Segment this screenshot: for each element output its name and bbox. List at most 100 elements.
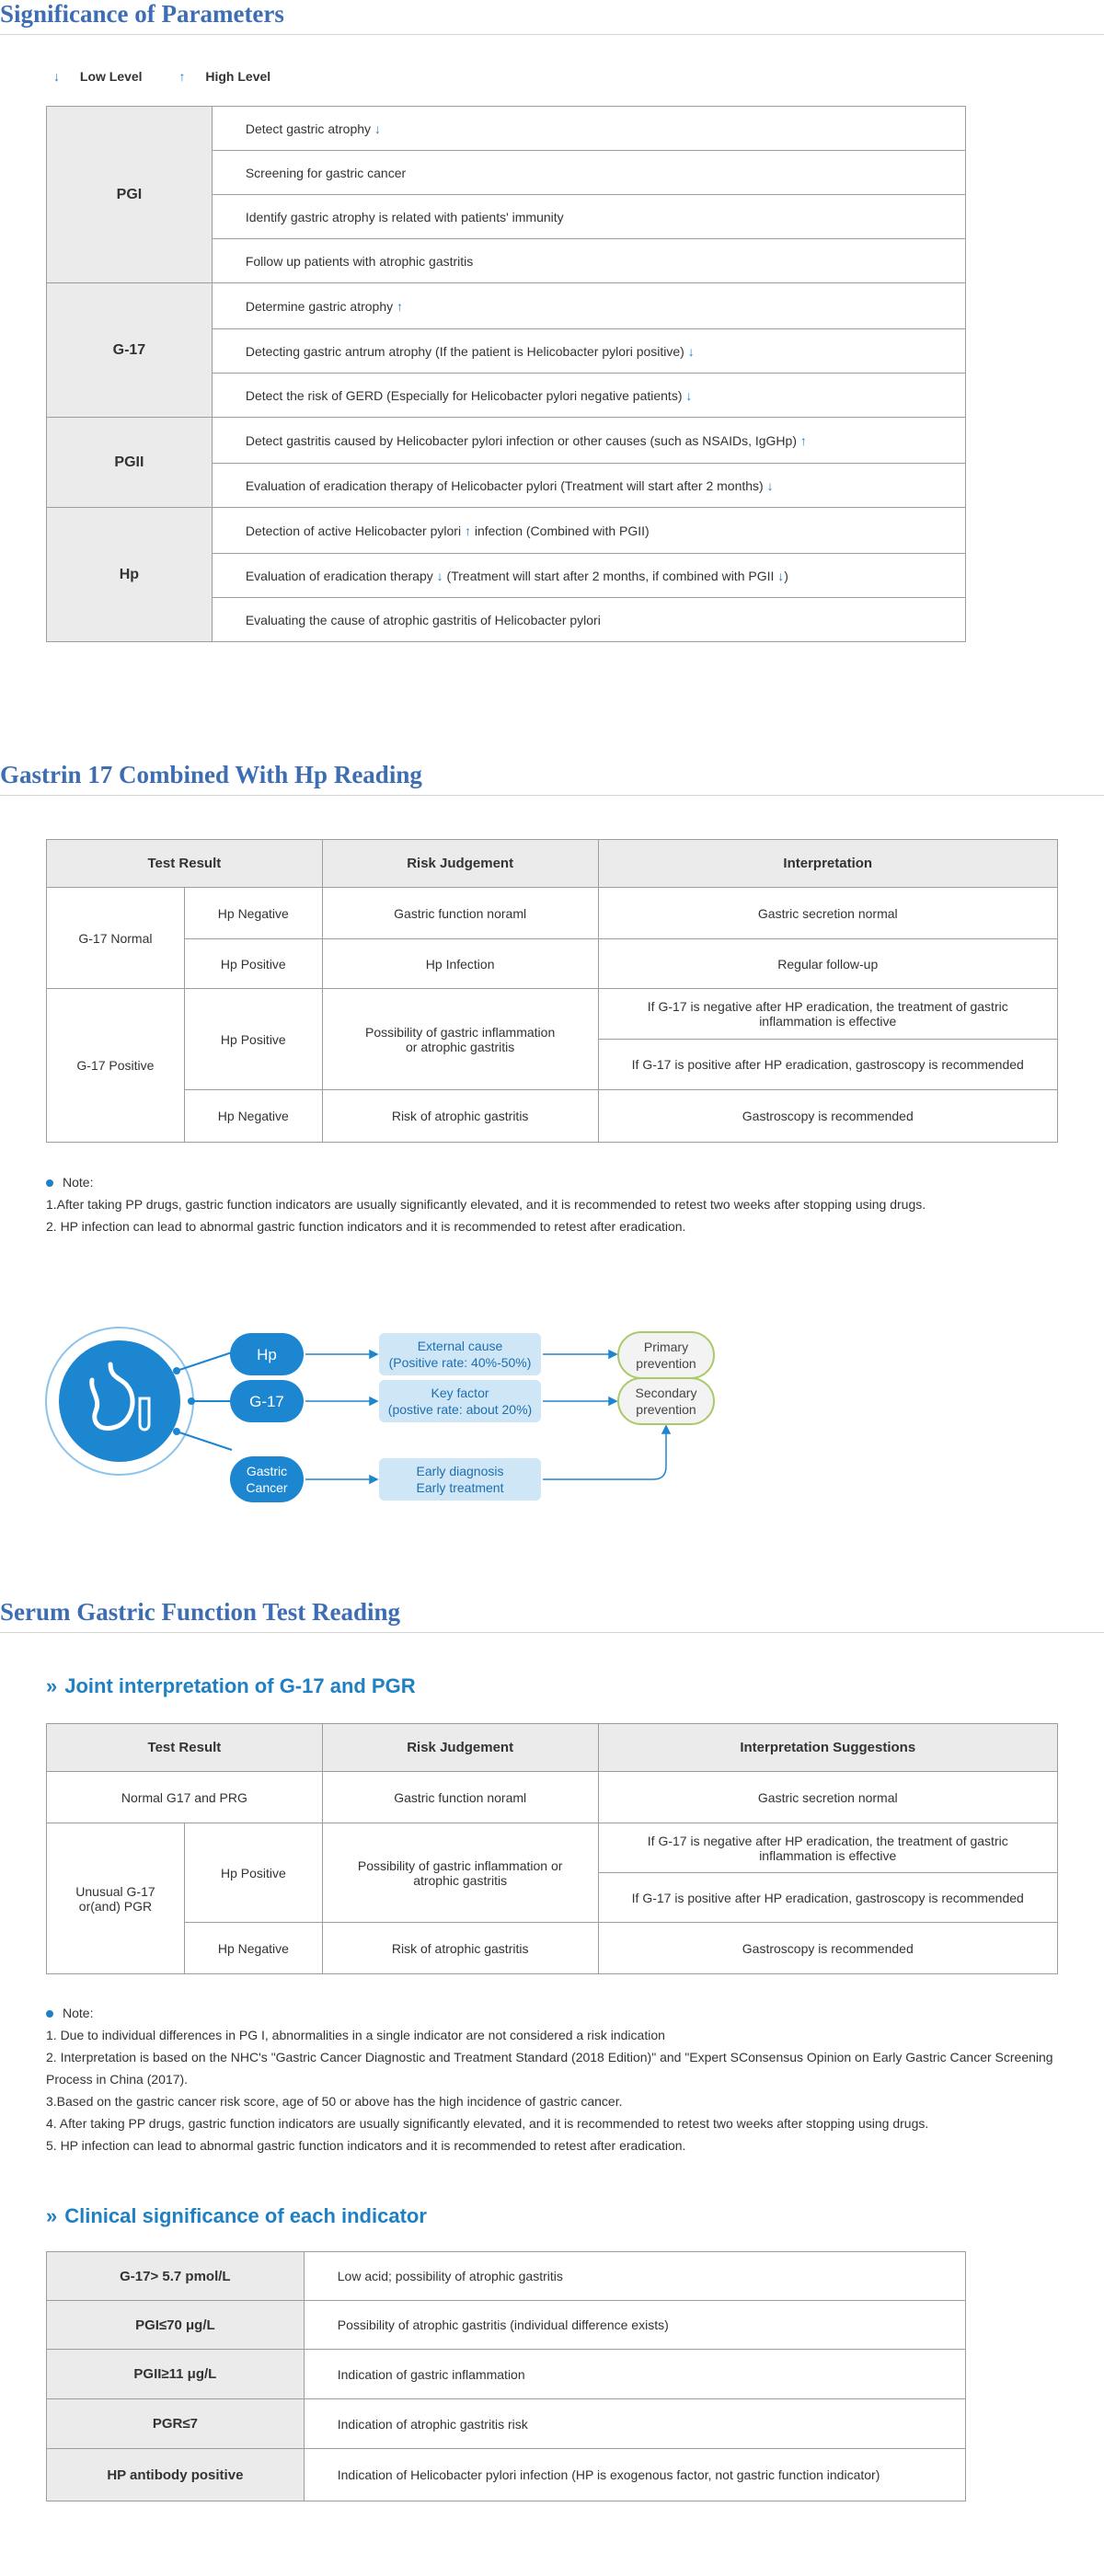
param-item: Detect the risk of GERD (Especially for …	[211, 373, 967, 418]
param-item: Follow up patients with atrophic gastrit…	[211, 238, 967, 283]
section-title-serum: Serum Gastric Function Test Reading	[0, 1598, 1104, 1633]
param-item: Evaluating the cause of atrophic gastrit…	[211, 597, 967, 642]
note-block-2: Note: 1. Due to individual differences i…	[46, 2002, 1067, 2156]
interp-cell: If G-17 is positive after HP eradication…	[597, 1039, 1059, 1090]
section-title-gastrin: Gastrin 17 Combined With Hp Reading	[0, 761, 1104, 796]
node-cancer-label: Cancer	[246, 1480, 287, 1495]
double-chevron-icon: »	[46, 2204, 58, 2227]
right-pill-secondary	[617, 1377, 715, 1425]
note-line: 2. Interpretation is based on the NHC's …	[46, 2050, 1053, 2087]
note-line: 1. Due to individual differences in PG I…	[46, 2028, 665, 2042]
right-pill-text: prevention	[636, 1402, 696, 1417]
unusual-cell: Unusual G-17 or(and) PGR	[46, 1823, 185, 1974]
risk-cell: Gastric function noraml	[321, 1771, 599, 1823]
note-block-1: Note: 1.After taking PP drugs, gastric f…	[46, 1171, 1067, 1237]
indicator-desc: Indication of gastric inflammation	[303, 2349, 967, 2399]
note-line: 2. HP infection can lead to abnormal gas…	[46, 1219, 686, 1234]
stomach-icon	[89, 1362, 151, 1432]
header-test-result: Test Result	[46, 1723, 323, 1772]
node-hp-label: Hp	[257, 1346, 277, 1363]
node-gastric-cancer	[230, 1456, 304, 1502]
mid-box-text: (Positive rate: 40%-50%)	[389, 1355, 532, 1370]
header-interpretation: Interpretation Suggestions	[597, 1723, 1059, 1772]
mid-box-key	[379, 1380, 541, 1422]
subtitle-clinical: »Clinical significance of each indicator	[46, 2204, 427, 2227]
interp-cell: Gastric secretion normal	[597, 1771, 1059, 1823]
param-label: Hp	[46, 507, 213, 642]
indicator-name: HP antibody positive	[46, 2448, 305, 2501]
param-label: PGII	[46, 417, 213, 508]
mid-box-early	[379, 1458, 541, 1501]
mid-box-text: Early treatment	[417, 1480, 504, 1495]
param-label: PGI	[46, 106, 213, 283]
right-pill-text: Primary	[644, 1340, 688, 1354]
param-item: Screening for gastric cancer	[211, 150, 967, 195]
param-item: Detect gastric atrophy ↓	[211, 106, 967, 151]
result-cell: Normal G17 and PRG	[46, 1771, 323, 1823]
joint-interpretation-table: Test Result Risk Judgement Interpretatio…	[46, 1723, 1059, 1974]
interp-cell: Regular follow-up	[597, 938, 1059, 989]
bullet-dot	[46, 2010, 53, 2018]
param-item: Evaluation of eradication therapy ↓ (Tre…	[211, 553, 967, 598]
legend-low: ↓ Low Level	[53, 69, 143, 84]
interp-cell: Gastroscopy is recommended	[597, 1089, 1059, 1143]
g17-normal-cell: G-17 Normal	[46, 887, 185, 989]
indicator-table: G-17> 5.7 pmol/L Low acid; possibility o…	[46, 2251, 967, 2501]
stomach-icon-bg	[59, 1340, 180, 1462]
indicator-desc: Indication of Helicobacter pylori infect…	[303, 2448, 967, 2501]
note-line: 1.After taking PP drugs, gastric functio…	[46, 1197, 926, 1212]
param-item: Evaluation of eradication therapy of Hel…	[211, 463, 967, 508]
mid-box-text: Early diagnosis	[417, 1464, 504, 1478]
hp-cell: Hp Negative	[183, 1922, 323, 1974]
node-g17	[230, 1380, 304, 1422]
indicator-desc: Possibility of atrophic gastritis (indiv…	[303, 2300, 967, 2350]
hp-cell: Hp Positive	[183, 988, 323, 1090]
hp-cell: Hp Positive	[183, 1823, 323, 1923]
indicator-desc: Low acid; possibility of atrophic gastri…	[303, 2251, 967, 2301]
header-risk: Risk Judgement	[321, 839, 599, 888]
subtitle-joint: »Joint interpretation of G-17 and PGR	[46, 1674, 416, 1697]
header-risk: Risk Judgement	[321, 1723, 599, 1772]
header-test-result: Test Result	[46, 839, 323, 888]
risk-cell: Possibility of gastric inflammation or a…	[321, 1823, 599, 1923]
param-item: Detecting gastric antrum atrophy (If the…	[211, 328, 967, 374]
interp-cell: If G-17 is positive after HP eradication…	[597, 1872, 1059, 1923]
hp-cell: Hp Negative	[183, 887, 323, 939]
bullet-dot	[46, 1179, 53, 1188]
mid-box-external	[379, 1333, 541, 1375]
right-pill-text: prevention	[636, 1356, 696, 1371]
mid-box-text: (postive rate: about 20%)	[388, 1402, 532, 1417]
interp-cell: Gastric secretion normal	[597, 887, 1059, 939]
risk-cell: Risk of atrophic gastritis	[321, 1089, 599, 1143]
indicator-name: PGR≤7	[46, 2398, 305, 2449]
param-label: G-17	[46, 282, 213, 418]
legend: ↓ Low Level ↑ High Level	[53, 69, 304, 84]
param-item: Detection of active Helicobacter pylori …	[211, 507, 967, 554]
mid-box-text: External cause	[418, 1339, 503, 1353]
indicator-name: PGI≤70 μg/L	[46, 2300, 305, 2350]
hp-g17-diagram: Hp G-17 Gastric Cancer External cause (P…	[45, 1327, 715, 1502]
note-line: 4. After taking PP drugs, gastric functi…	[46, 2116, 929, 2131]
node-g17-label: G-17	[249, 1393, 284, 1410]
mid-box-text: Key factor	[431, 1386, 489, 1400]
note-label: Note:	[63, 2006, 94, 2020]
risk-cell: Gastric function noraml	[321, 887, 599, 939]
note-line: 5. HP infection can lead to abnormal gas…	[46, 2138, 686, 2153]
gastrin-hp-table: Test Result Risk Judgement Interpretatio…	[46, 839, 1059, 1143]
risk-cell: Hp Infection	[321, 938, 599, 989]
param-item: Detect gastritis caused by Helicobacter …	[211, 417, 967, 464]
header-interpretation: Interpretation	[597, 839, 1059, 888]
note-label: Note:	[63, 1175, 94, 1190]
legend-high: ↑ High Level	[178, 69, 271, 84]
hp-cell: Hp Negative	[183, 1089, 323, 1143]
risk-cell: Possibility of gastric inflammation or a…	[321, 988, 599, 1090]
risk-cell: Risk of atrophic gastritis	[321, 1922, 599, 1974]
param-item: Identify gastric atrophy is related with…	[211, 194, 967, 239]
g17-positive-cell: G-17 Positive	[46, 988, 185, 1143]
hp-cell: Hp Positive	[183, 938, 323, 989]
interp-cell: If G-17 is negative after HP eradication…	[597, 988, 1059, 1040]
parameters-table: PGI Detect gastric atrophy ↓ Screening f…	[46, 106, 967, 642]
interp-cell: Gastroscopy is recommended	[597, 1922, 1059, 1974]
section-title-significance: Significance of Parameters	[0, 0, 1104, 35]
indicator-name: PGII≥11 μg/L	[46, 2349, 305, 2399]
